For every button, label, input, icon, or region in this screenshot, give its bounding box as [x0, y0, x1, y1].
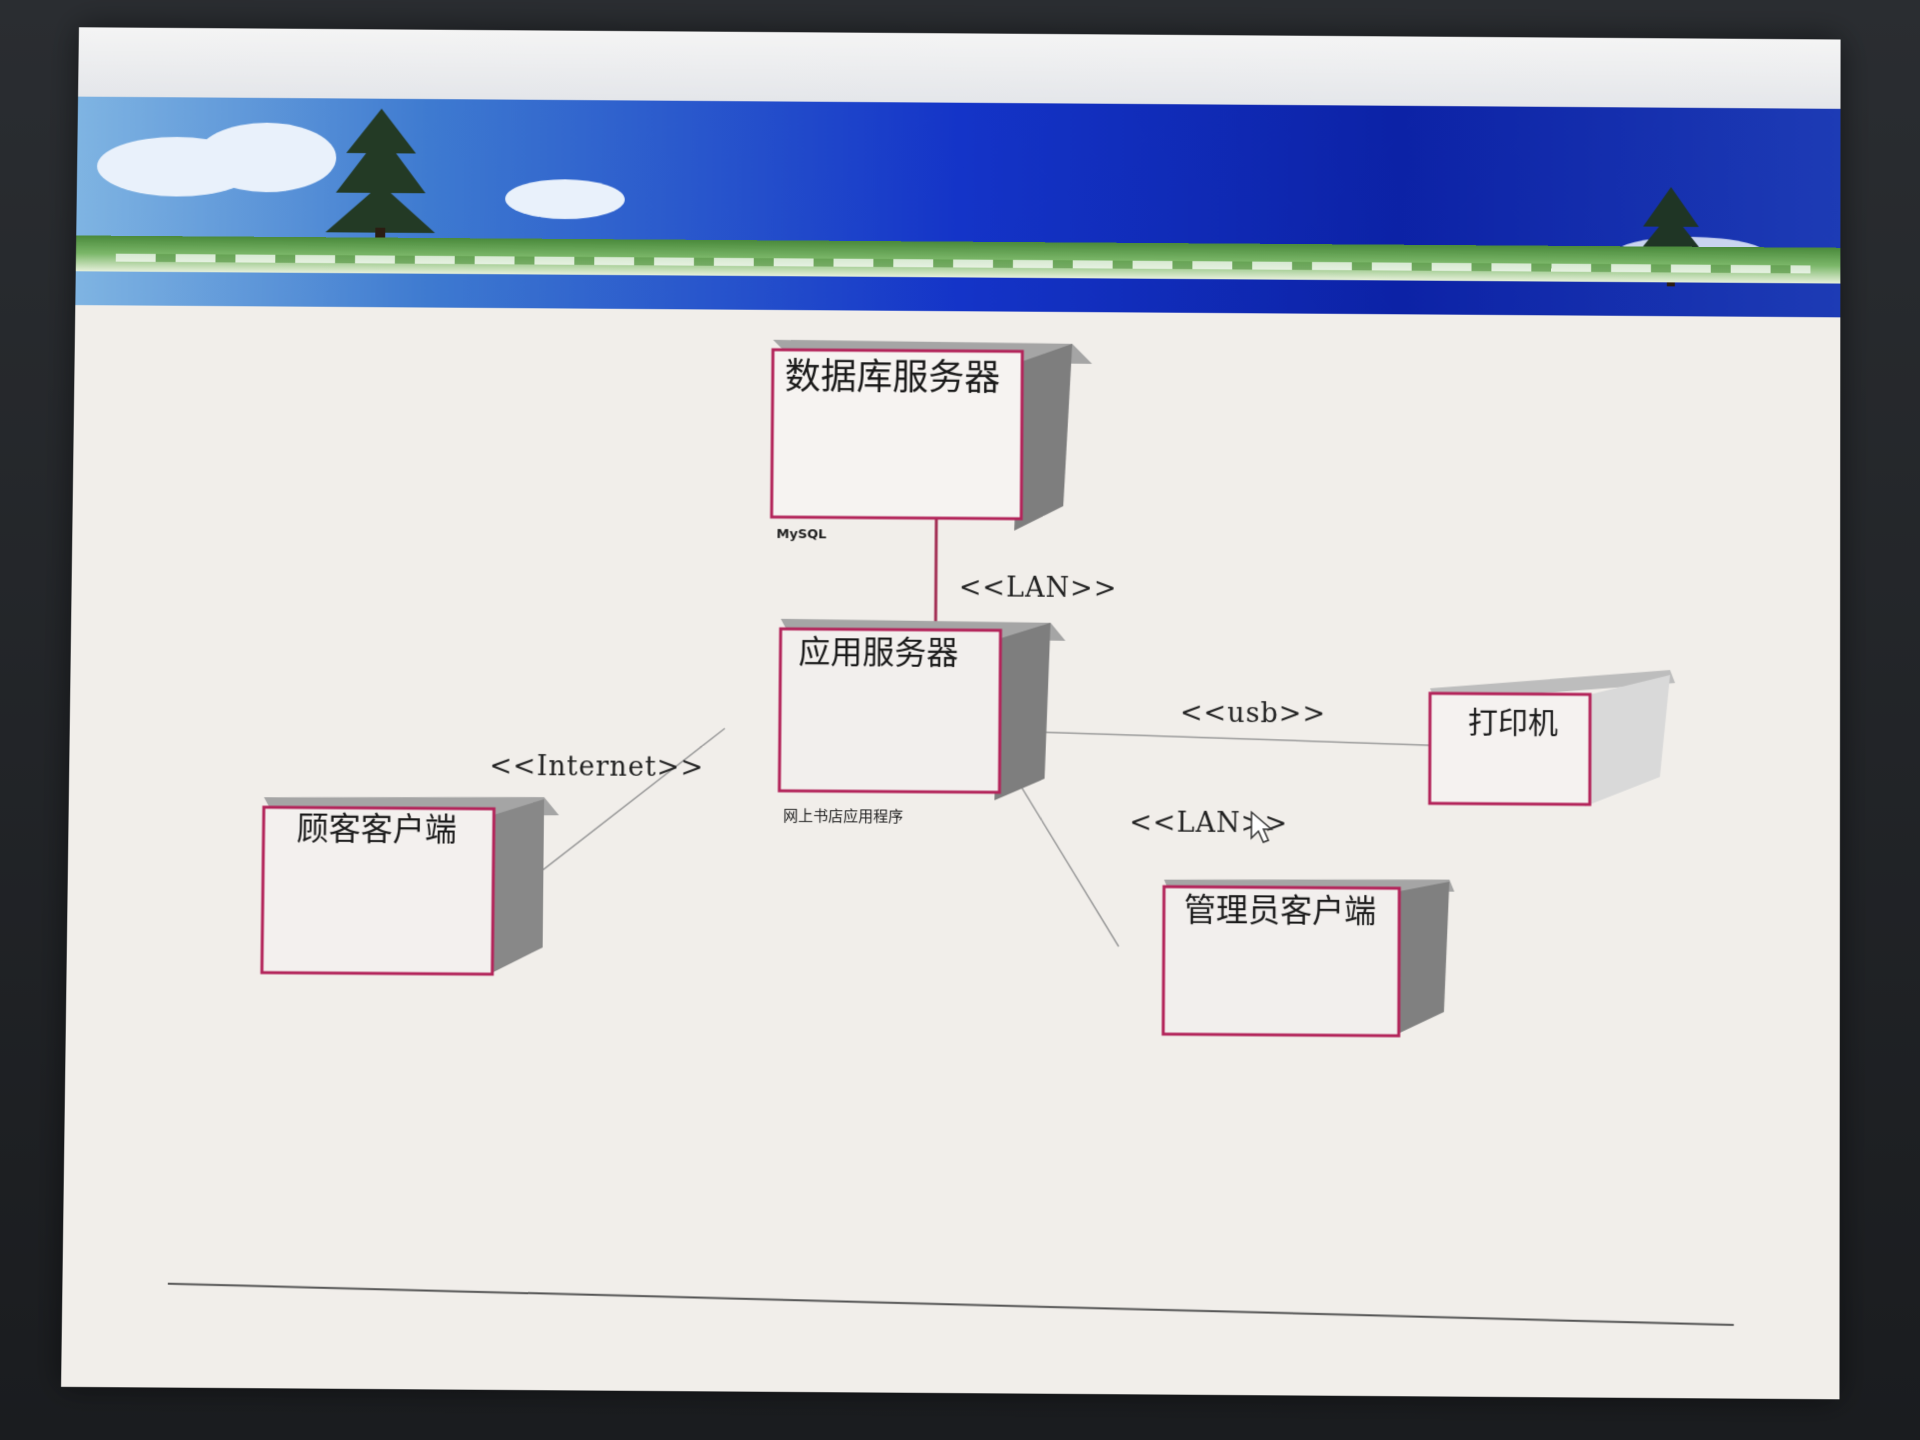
admin-client-title: 管理员客户端: [1183, 890, 1377, 931]
db-app-stereotype: <<LAN>>: [958, 572, 1118, 605]
customer-client-title: 顾客客户端: [296, 809, 457, 849]
db-artifact-label: MySQL: [776, 527, 827, 543]
mouse-cursor-icon: [1249, 810, 1273, 844]
presentation-slide: 数据库服务器 应用服务器 打印机 顾客客户端 管理员客户端 MySQL 网上书店…: [61, 27, 1841, 1400]
node-customer-client: [262, 796, 559, 975]
app-artifact-label: 网上书店应用程序: [783, 806, 904, 826]
db-server-title: 数据库服务器: [784, 356, 1001, 400]
app-server-title: 应用服务器: [798, 632, 959, 673]
printer-title: 打印机: [1467, 705, 1559, 742]
node-app-server: [777, 619, 1066, 800]
node-printer: [1427, 670, 1676, 808]
deployment-diagram: [61, 339, 1676, 1399]
node-admin-client: [1163, 877, 1455, 1037]
node-db-server: [771, 339, 1093, 532]
connection-app-printer: [989, 729, 1430, 746]
app-customer-stereotype: <<Internet>>: [489, 750, 705, 784]
app-printer-stereotype: <<usb>>: [1179, 697, 1327, 730]
